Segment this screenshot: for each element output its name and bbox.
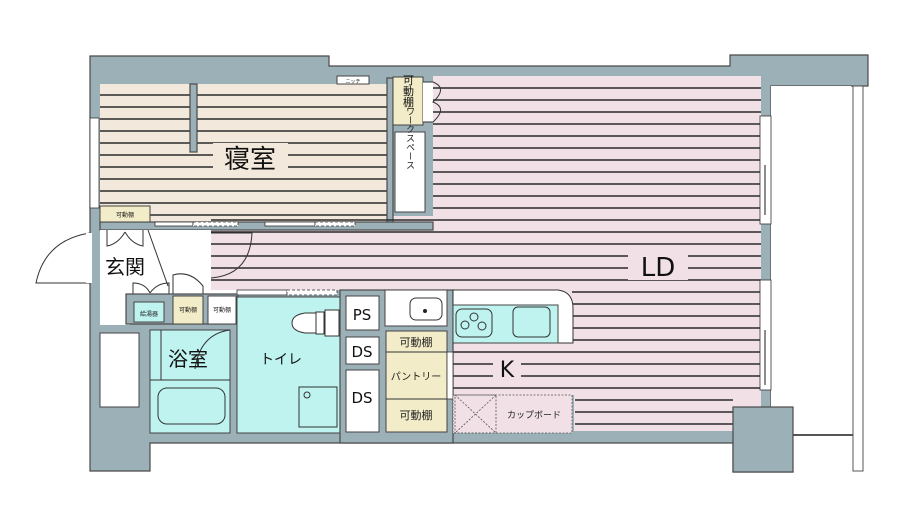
shoe-cabinet-door-icon xyxy=(106,230,126,247)
ld-door-swing-icon xyxy=(210,232,253,279)
svg-text:カップボード: カップボード xyxy=(507,410,561,421)
water-heater xyxy=(133,301,165,323)
bathroom-label: 浴室 xyxy=(168,347,208,371)
svg-text:ワークスペース: ワークスペース xyxy=(404,107,415,170)
svg-text:可動棚: 可動棚 xyxy=(213,306,231,314)
svg-text:可動棚: 可動棚 xyxy=(116,211,134,219)
ds-box-1 xyxy=(345,336,380,365)
entrance-label: 玄関 xyxy=(105,255,145,279)
bedroom-label: 寝室 xyxy=(224,145,276,175)
movable-shelf-top xyxy=(392,76,424,126)
svg-text:可動棚: 可動棚 xyxy=(402,75,415,109)
movable-shelf-small-2 xyxy=(207,295,237,325)
entrance-floor xyxy=(100,230,237,325)
bedroom-wall-stub xyxy=(189,83,198,153)
bedroom-partition xyxy=(386,77,394,229)
kitchen-label: K xyxy=(500,358,515,383)
cupboard xyxy=(452,394,573,434)
corner-pillar xyxy=(732,406,794,473)
bathtub-icon xyxy=(157,387,226,425)
workspace xyxy=(394,131,426,213)
svg-text:パントリー: パントリー xyxy=(391,371,442,383)
movable-shelf-small-1 xyxy=(172,295,204,325)
svg-text:DS: DS xyxy=(351,343,372,361)
front-door-swing-icon xyxy=(35,232,91,284)
svg-text:ニッチ: ニッチ xyxy=(345,79,360,85)
washer-space xyxy=(99,332,140,408)
niche xyxy=(336,75,370,85)
window-bedroom xyxy=(89,117,100,209)
balcony-railing xyxy=(852,85,864,472)
entrance-shelf xyxy=(99,205,151,223)
kitchen-sink-basin-icon xyxy=(512,306,551,338)
shelf-door-icon xyxy=(423,81,441,123)
living-dining-floor xyxy=(211,76,761,431)
ps-box xyxy=(345,295,380,331)
svg-text:可動棚: 可動棚 xyxy=(400,335,433,349)
living-dining-label: LD xyxy=(641,253,676,283)
svg-text:可動棚: 可動棚 xyxy=(400,408,433,422)
sink-icon xyxy=(298,386,338,428)
kitchen-sink-icon xyxy=(409,297,443,321)
toilet-label: トイレ xyxy=(260,352,302,368)
svg-text:可動棚: 可動棚 xyxy=(179,306,197,314)
ds-box-2 xyxy=(345,369,380,433)
svg-text:給湯器: 給湯器 xyxy=(140,310,158,318)
toilet-icon xyxy=(291,312,317,334)
svg-text:DS: DS xyxy=(351,389,372,407)
pantry-column xyxy=(385,330,448,433)
svg-text:PS: PS xyxy=(353,306,372,324)
